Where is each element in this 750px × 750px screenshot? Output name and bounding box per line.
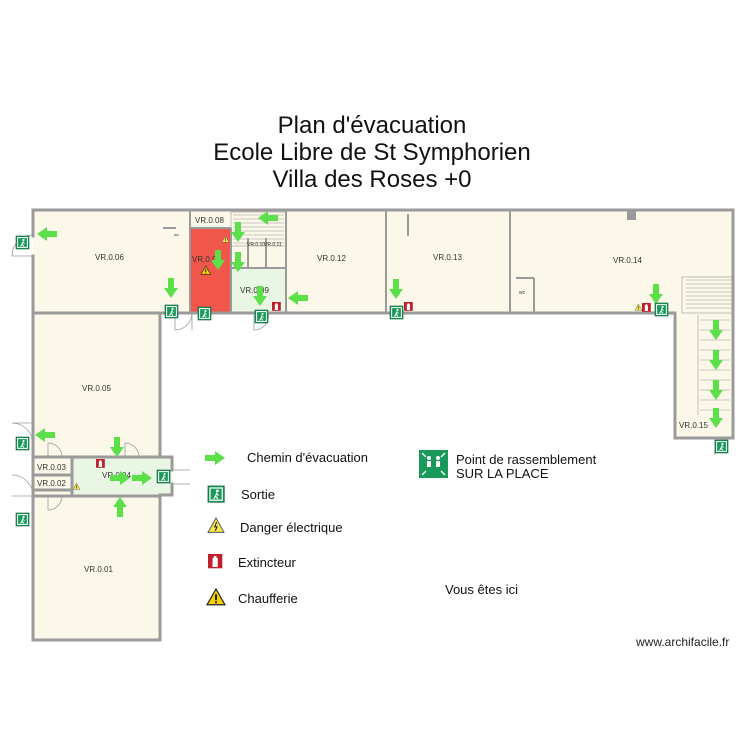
- interior-walls: [163, 210, 535, 313]
- exit-icon: [197, 306, 212, 321]
- plan-title-line3: Villa des Roses +0: [272, 166, 472, 193]
- legend-exit-label: Sortie: [241, 487, 275, 502]
- assembly-point-icon: [419, 450, 448, 478]
- legend-assembly-label-line2: SUR LA PLACE: [456, 466, 549, 481]
- room-label: VR.0.12: [317, 254, 346, 263]
- exit-icon: [15, 235, 30, 250]
- room-label: VR.0.08: [195, 216, 224, 225]
- legend-electric-label: Danger électrique: [240, 520, 343, 535]
- room-label: VR.0.03: [37, 463, 66, 472]
- legend-exit-icon: [207, 485, 225, 503]
- extinguisher-icon: [642, 303, 651, 312]
- room-label: VR.0.09: [240, 286, 269, 295]
- extinguisher-icon: [404, 302, 413, 311]
- exit-icon: [15, 436, 30, 451]
- room-label: VR.0.07: [192, 255, 221, 264]
- legend-boiler-label: Chaufferie: [238, 591, 298, 606]
- wc-label: wc: [519, 290, 526, 296]
- extinguishers: [96, 302, 651, 569]
- room-label: VR.0.05: [82, 384, 111, 393]
- watermark: www.archifacile.fr: [636, 635, 730, 649]
- extinguisher-icon: [272, 302, 281, 311]
- exit-icon: [714, 439, 729, 454]
- legend-electric-icon: [207, 517, 225, 533]
- room-label: VR.0.06: [95, 253, 124, 262]
- room-label: VR.0.13: [433, 253, 462, 262]
- exit-icon: [164, 304, 179, 319]
- floor-areas: [33, 211, 733, 639]
- room-label: VR.0.15: [679, 421, 708, 430]
- pillar: [627, 211, 636, 220]
- stairs: [230, 211, 734, 415]
- you-are-here-label: Vous êtes ici: [445, 582, 518, 597]
- exit-icon: [654, 302, 669, 317]
- room-label: VR.0.10: [247, 242, 265, 248]
- wc-label: wc: [174, 232, 179, 237]
- extinguisher-icon: [96, 459, 105, 468]
- plan-title-line1: Plan d'évacuation: [277, 112, 467, 139]
- doors: [11, 234, 731, 511]
- legend-extinguisher-icon: [208, 554, 223, 569]
- exit-icon: [254, 309, 269, 324]
- plan-title-line2: Ecole Libre de St Symphorien: [213, 139, 531, 166]
- room-label: VR.0.11: [264, 242, 282, 248]
- legend-arrow-icon: [205, 451, 225, 465]
- room-labels: VR.0.06 VR.0.07 VR.0.08 VR.0.09 VR.0.10 …: [37, 216, 708, 574]
- exit-icon: [156, 469, 171, 484]
- walls: [31, 208, 735, 642]
- room-label: VR.0.02: [37, 479, 66, 488]
- legend-assembly-label-line1: Point de rassemblement: [456, 452, 597, 467]
- legend-boiler-icon: [206, 588, 226, 606]
- legend-extinguisher-label: Extincteur: [238, 555, 296, 570]
- room-label: VR.0.14: [613, 256, 642, 265]
- room-label: VR.0.01: [84, 565, 113, 574]
- exit-icon: [389, 305, 404, 320]
- exit-icon: [15, 512, 30, 527]
- legend-path-label: Chemin d'évacuation: [247, 450, 368, 465]
